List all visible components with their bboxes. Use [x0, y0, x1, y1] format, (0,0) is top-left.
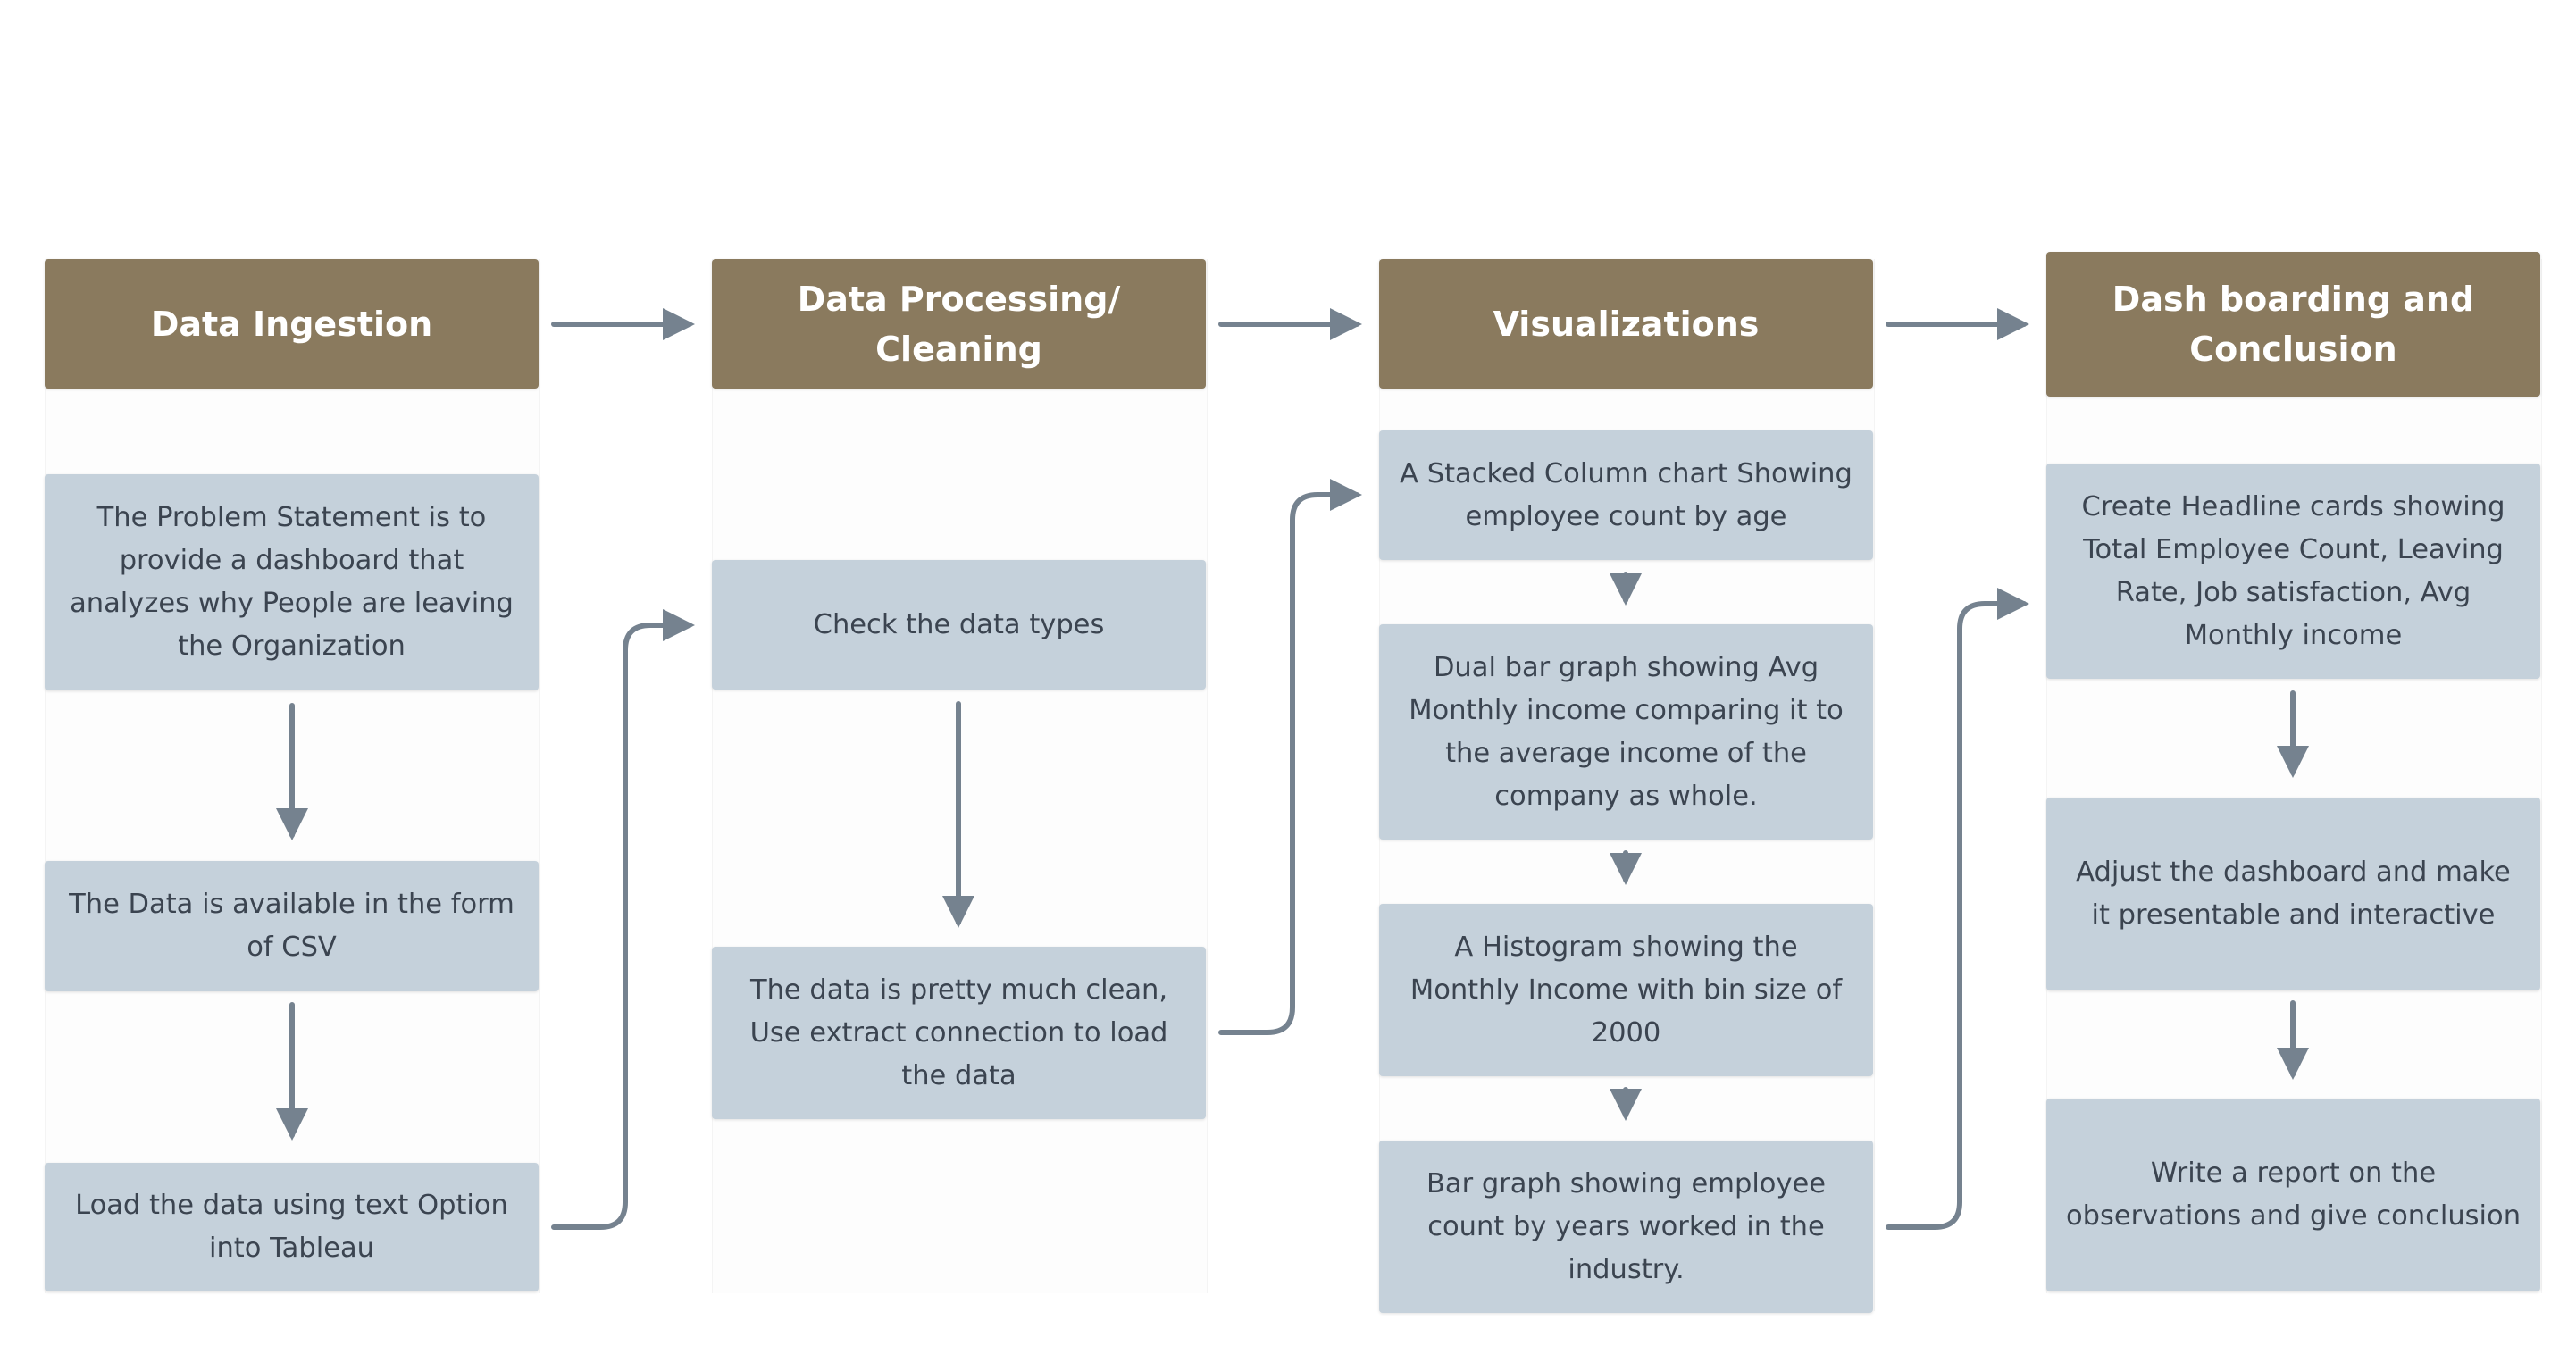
step-headline-cards-text: Create Headline cards showing Total Empl…	[2081, 490, 2505, 651]
step-check-data-types: Check the data types	[712, 560, 1206, 690]
step-headline-cards: Create Headline cards showing Total Empl…	[2046, 464, 2540, 679]
step-stacked-column-chart-text: A Stacked Column chart Showing employee …	[1400, 457, 1853, 532]
step-load-tableau: Load the data using text Option into Tab…	[45, 1163, 539, 1291]
step-data-csv-text: The Data is available in the form of CSV	[69, 889, 514, 963]
step-dual-bar-graph-text: Dual bar graph showing Avg Monthly incom…	[1409, 651, 1844, 812]
arrow-years-bar-to-headline-cards	[1886, 588, 2029, 1230]
header-dashboarding-conclusion-label: Dash boarding and Conclusion	[2112, 280, 2475, 369]
header-dashboarding-conclusion: Dash boarding and Conclusion	[2046, 252, 2540, 397]
step-load-tableau-text: Load the data using text Option into Tab…	[75, 1190, 508, 1264]
step-write-report-text: Write a report on the observations and g…	[2065, 1158, 2522, 1232]
step-write-report: Write a report on the observations and g…	[2046, 1099, 2540, 1291]
arrow-load-to-check-types	[551, 609, 695, 1230]
arrow-clean-to-stacked-chart	[1218, 479, 1362, 1035]
step-stacked-column-chart: A Stacked Column chart Showing employee …	[1379, 430, 1873, 560]
step-years-bar-graph-text: Bar graph showing employee count by year…	[1426, 1167, 1827, 1285]
header-visualizations: Visualizations	[1379, 259, 1873, 389]
header-data-processing-label: Data Processing/ Cleaning	[797, 279, 1121, 369]
step-adjust-dashboard-text: Adjust the dashboard and make it present…	[2076, 857, 2511, 931]
step-problem-statement-text: The Problem Statement is to provide a da…	[70, 502, 514, 662]
header-data-processing: Data Processing/ Cleaning	[712, 259, 1206, 389]
header-data-ingestion: Data Ingestion	[45, 259, 539, 389]
step-adjust-dashboard: Adjust the dashboard and make it present…	[2046, 798, 2540, 990]
step-problem-statement: The Problem Statement is to provide a da…	[45, 474, 539, 690]
step-years-bar-graph: Bar graph showing employee count by year…	[1379, 1141, 1873, 1313]
header-visualizations-label: Visualizations	[1493, 304, 1760, 344]
step-data-clean-extract-text: The data is pretty much clean, Use extra…	[749, 974, 1168, 1091]
header-data-ingestion-label: Data Ingestion	[150, 304, 433, 344]
step-histogram-text: A Histogram showing the Monthly Income w…	[1409, 931, 1843, 1049]
step-data-csv: The Data is available in the form of CSV	[45, 861, 539, 991]
step-dual-bar-graph: Dual bar graph showing Avg Monthly incom…	[1379, 624, 1873, 840]
step-check-data-types-text: Check the data types	[813, 608, 1105, 640]
step-histogram: A Histogram showing the Monthly Income w…	[1379, 904, 1873, 1076]
step-data-clean-extract: The data is pretty much clean, Use extra…	[712, 947, 1206, 1119]
